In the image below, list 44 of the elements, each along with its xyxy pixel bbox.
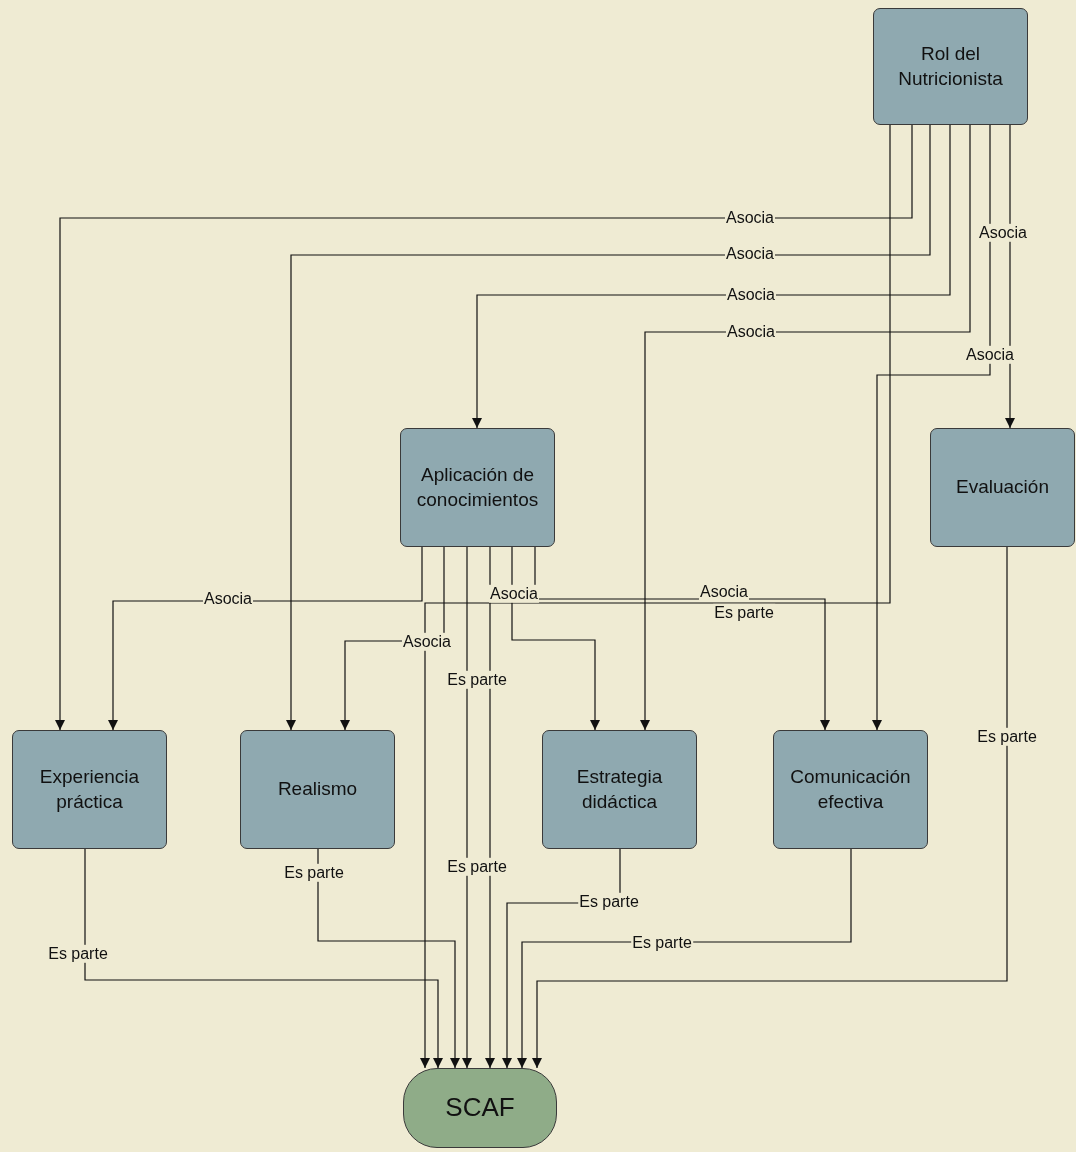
node-label: Rol del Nutricionista [897, 41, 1004, 91]
edge-label: Asocia [699, 582, 749, 602]
arrow [420, 124, 891, 1069]
arrow [1005, 124, 1015, 429]
edge-label: Es parte [713, 603, 775, 623]
process-box [930, 428, 1075, 547]
arrow [108, 546, 423, 731]
arrow [485, 546, 495, 1069]
arrow [511, 546, 600, 731]
node-label: Comunicación efectiva [789, 764, 912, 814]
edge-label: Es parte [446, 670, 508, 690]
arrow [55, 124, 913, 731]
arrow [472, 124, 951, 429]
process-box [773, 730, 928, 849]
arrow [640, 124, 971, 731]
node-label: Realismo [277, 777, 358, 802]
arrow [317, 848, 460, 1069]
arrow [286, 124, 931, 731]
edge-label: Asocia [489, 584, 539, 604]
edge-label: Es parte [631, 933, 693, 953]
edge-label: Es parte [47, 944, 109, 964]
terminal-box [403, 1068, 557, 1148]
arrow [872, 124, 991, 731]
arrow [462, 546, 472, 1069]
process-box [12, 730, 167, 849]
edge-label: Asocia [965, 345, 1015, 365]
arrow [532, 546, 1008, 1069]
edge-label: Es parte [578, 892, 640, 912]
process-box [542, 730, 697, 849]
node-label: Evaluación [956, 475, 1049, 500]
process-box [873, 8, 1028, 125]
arrow [84, 848, 443, 1069]
process-box [400, 428, 555, 547]
node-label: Aplicación de conocimientos [415, 462, 540, 512]
edge-label: Es parte [976, 727, 1038, 747]
arrow [517, 848, 852, 1069]
node-label: SCAF [445, 1091, 515, 1125]
edge-label: Es parte [283, 863, 345, 883]
edge-label: Asocia [402, 632, 452, 652]
edge-label: Asocia [978, 223, 1028, 243]
node-label: Estrategia didáctica [575, 764, 664, 814]
process-box [240, 730, 395, 849]
edge-label: Es parte [446, 857, 508, 877]
node-label: Experiencia práctica [38, 764, 141, 814]
